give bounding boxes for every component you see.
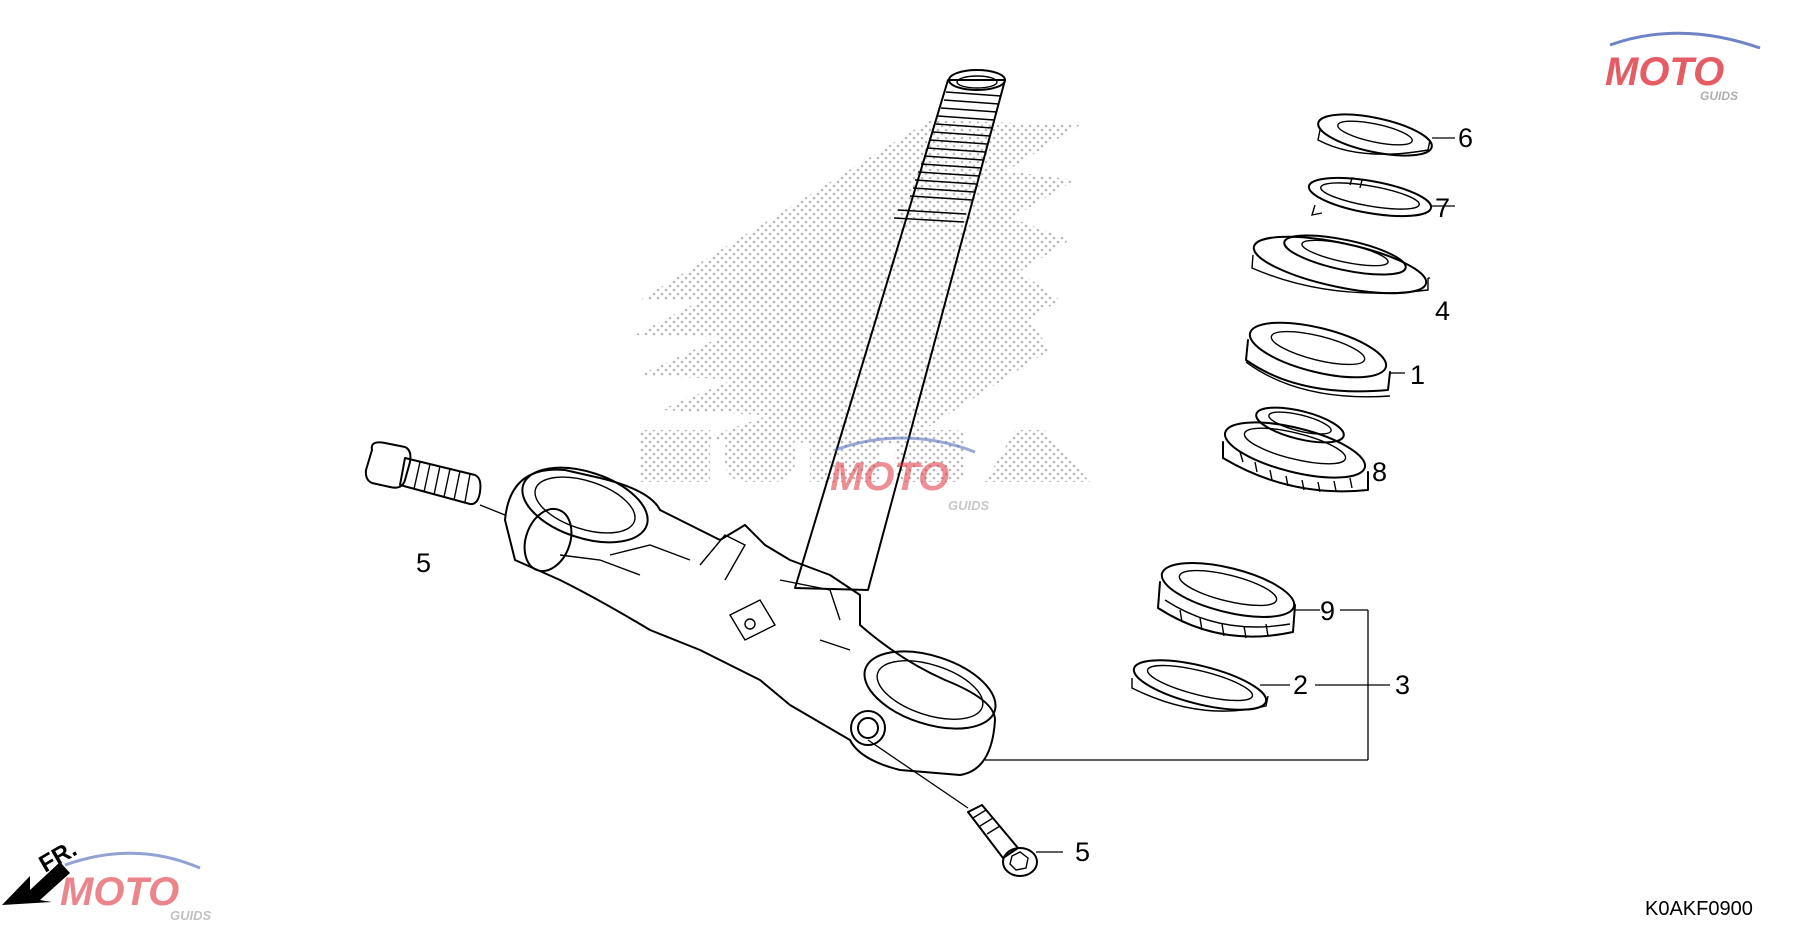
callout-7: 7 [1435, 193, 1450, 223]
lock-nut [1317, 113, 1433, 157]
lower-dust-seal [1131, 659, 1269, 712]
upper-bearing [1222, 406, 1369, 493]
callout-2: 2 [1293, 670, 1308, 700]
wing-logo-icon [635, 120, 1090, 482]
watermark-center: MOTO GUIDS [830, 436, 990, 513]
watermark-top-right: MOTO GUIDS [1605, 31, 1761, 103]
upper-bearing-race [1245, 321, 1391, 398]
callout-5-lower: 5 [1075, 837, 1090, 867]
watermark-sub: GUIDS [948, 498, 990, 513]
dust-seal [1251, 234, 1429, 295]
callout-leaders [479, 137, 1455, 853]
watermark-brand: MOTO [830, 455, 949, 499]
watermark-sub: GUIDS [1700, 89, 1738, 103]
callout-3: 3 [1395, 670, 1410, 700]
lower-bearing [1157, 562, 1296, 639]
callout-9: 9 [1320, 596, 1335, 626]
watermark-sub: GUIDS [170, 908, 212, 923]
watermark-bottom-left: MOTO GUIDS [60, 851, 212, 923]
steering-stem-and-top-bridge [504, 69, 1006, 776]
bolt-lower [967, 804, 1038, 877]
watermark-brand: MOTO [60, 870, 179, 914]
watermark-brand: MOTO [1605, 50, 1724, 94]
callout-1: 1 [1410, 360, 1425, 390]
callout-6: 6 [1458, 123, 1473, 153]
callout-4: 4 [1435, 296, 1450, 326]
lock-washer [1307, 176, 1433, 218]
diagram-code: K0AKF0900 [1645, 898, 1753, 920]
callout-5-upper: 5 [416, 548, 431, 578]
bolt-upper-left [364, 441, 482, 506]
callout-8: 8 [1372, 457, 1387, 487]
